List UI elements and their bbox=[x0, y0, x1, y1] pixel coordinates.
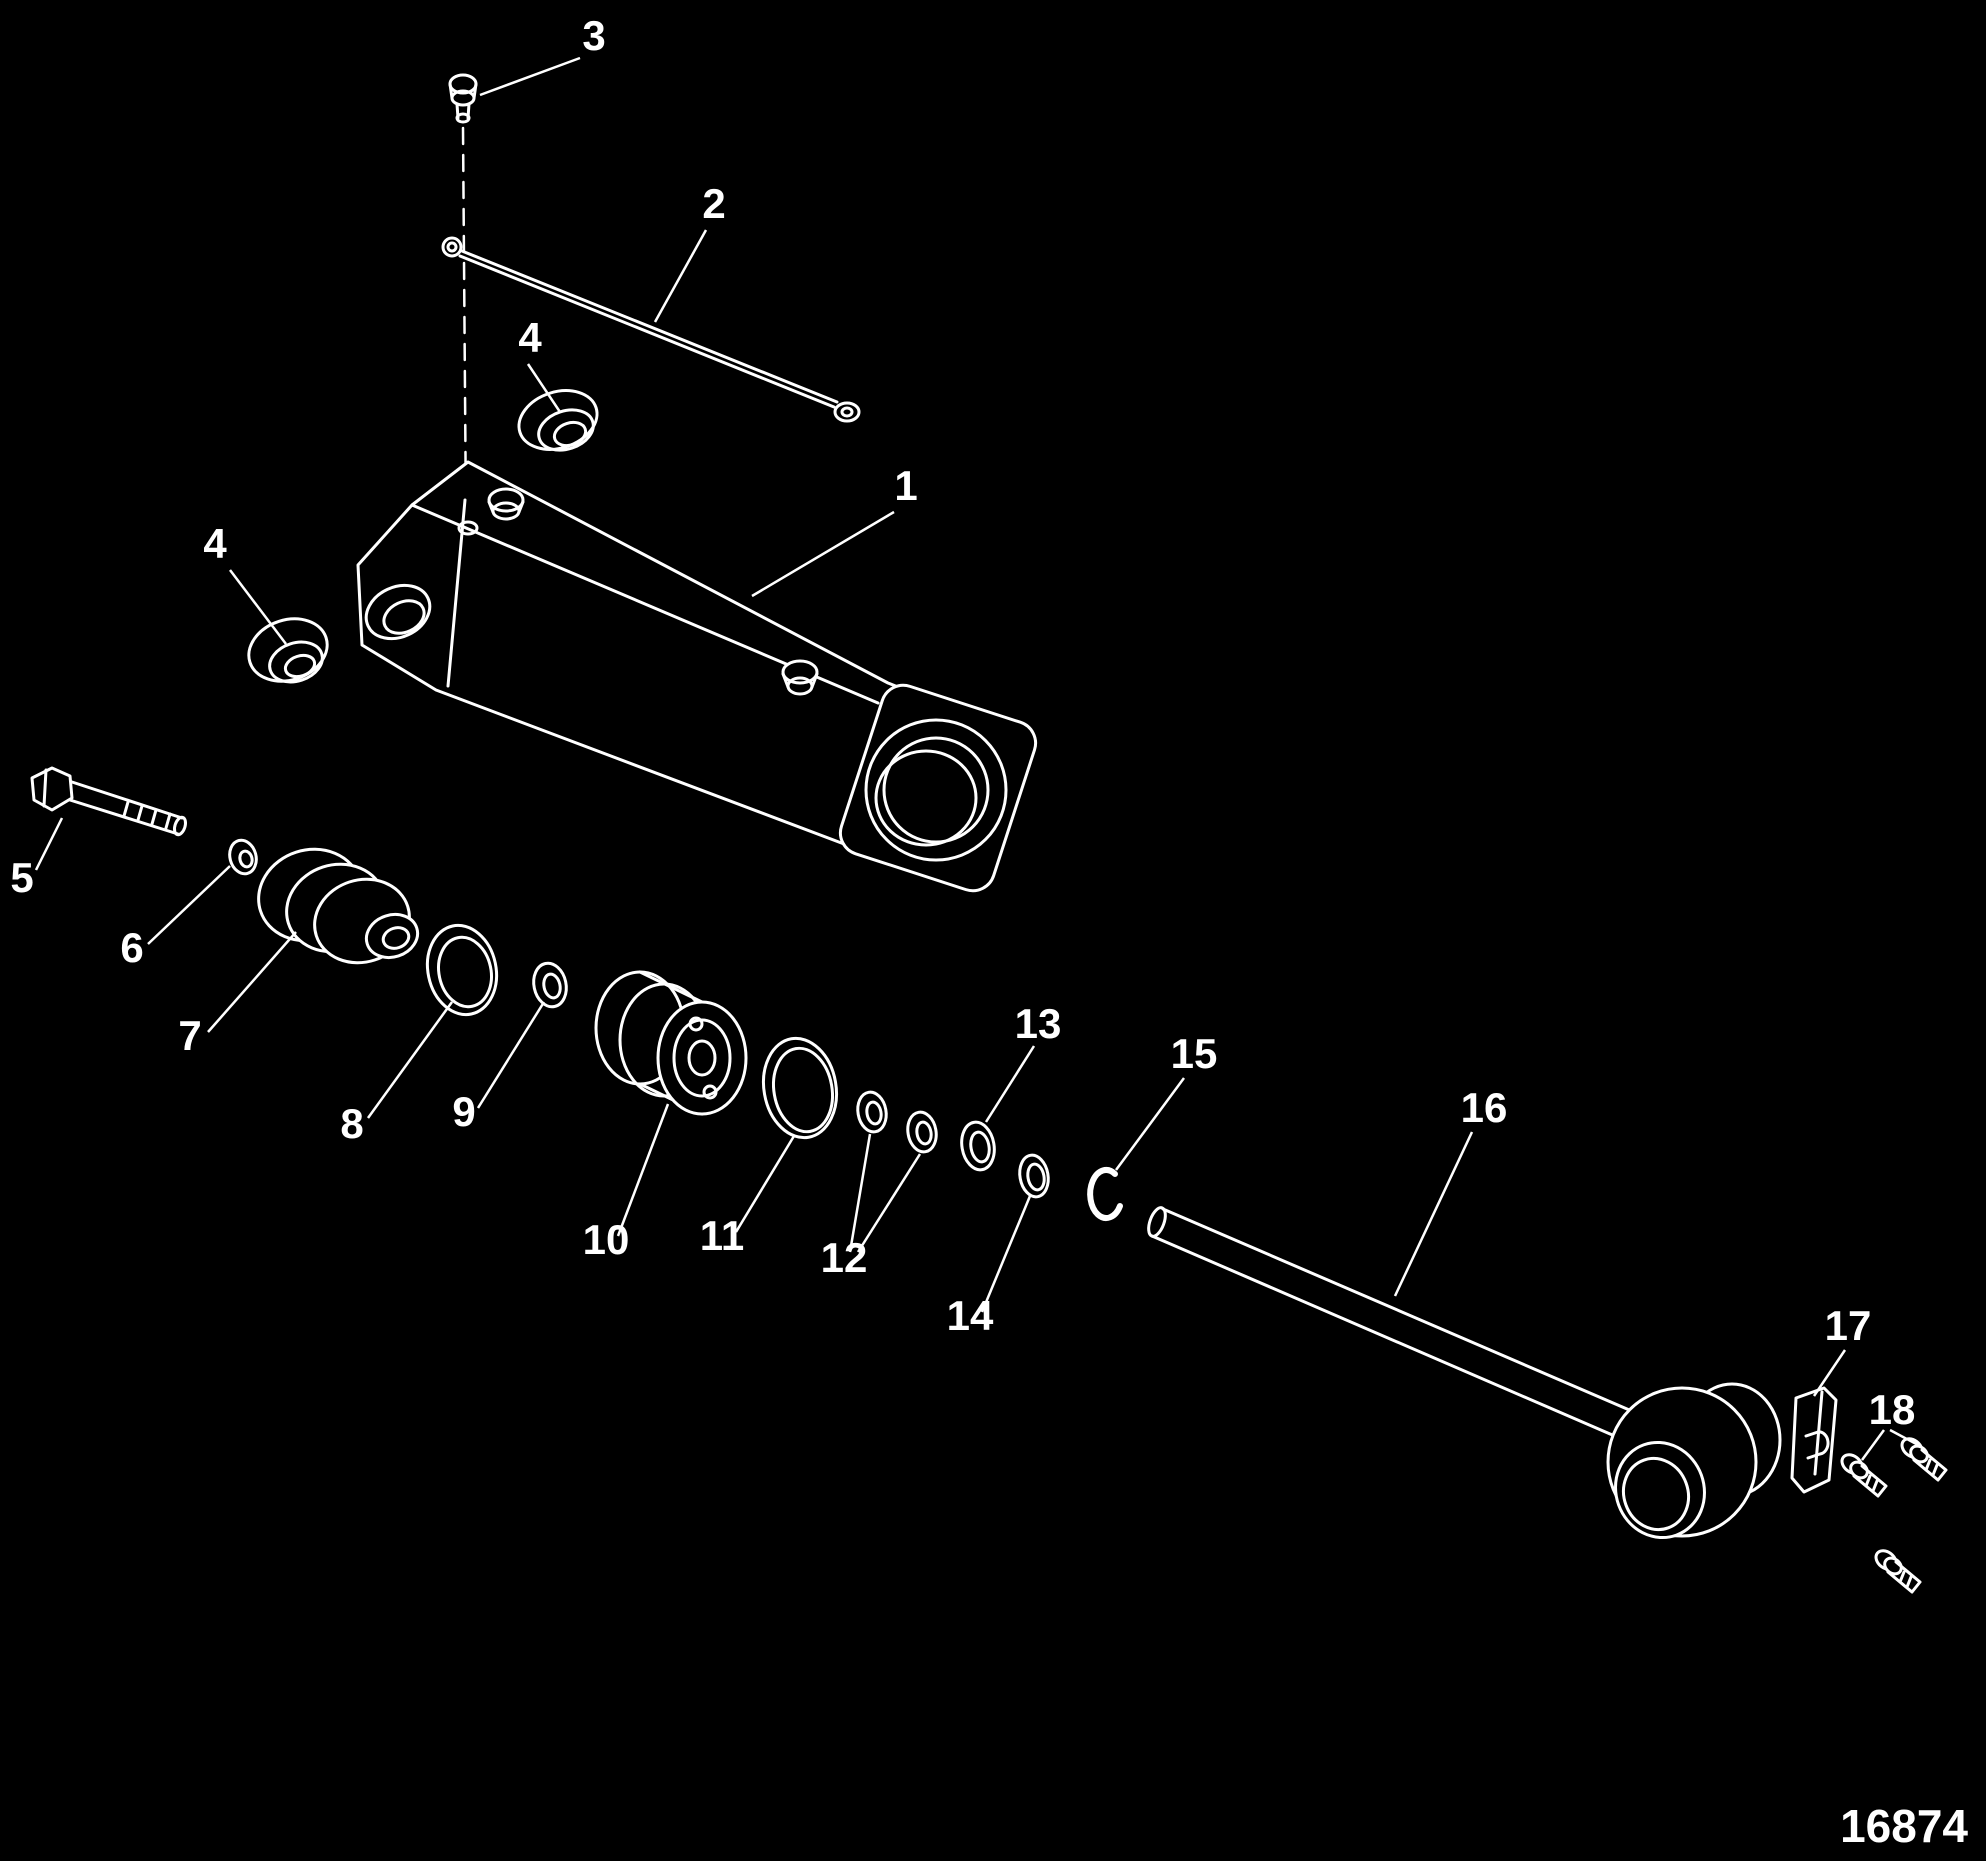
part-10-piston bbox=[594, 970, 748, 1116]
callout-18: 18 bbox=[1869, 1386, 1916, 1433]
screw-hole-dimple bbox=[457, 520, 479, 536]
part-13-ring bbox=[960, 1120, 996, 1172]
screw-axis-dashed-line bbox=[461, 126, 468, 524]
callout-11: 11 bbox=[700, 1212, 744, 1259]
part-1-cylinder-body bbox=[356, 460, 1038, 893]
part-18-screw-c bbox=[1870, 1545, 1922, 1594]
part-14-ring bbox=[1018, 1153, 1050, 1199]
callout-16: 16 bbox=[1461, 1084, 1508, 1131]
callout-1: 1 bbox=[894, 462, 917, 509]
callout-13: 13 bbox=[1015, 1000, 1062, 1047]
callout-12: 12 bbox=[821, 1234, 868, 1281]
cylinder-bore bbox=[864, 718, 1008, 862]
part-5-bolt bbox=[30, 766, 188, 837]
part-9-ring bbox=[532, 961, 568, 1009]
part-11-oring bbox=[761, 1036, 839, 1140]
part-3-screw bbox=[448, 73, 478, 124]
part-2-wire bbox=[441, 236, 861, 423]
callout-15: 15 bbox=[1171, 1030, 1218, 1077]
callout-3: 3 bbox=[582, 12, 605, 59]
callout-4-left: 4 bbox=[203, 520, 227, 567]
part-8-oring bbox=[425, 923, 499, 1017]
front-plug bbox=[781, 659, 819, 696]
top-plug bbox=[487, 487, 525, 521]
part-4-bushing-upper bbox=[517, 389, 599, 452]
part-18-screws bbox=[1836, 1433, 1948, 1594]
part-15-snap-ring bbox=[1087, 1167, 1123, 1221]
part-16-piston-rod bbox=[1147, 1206, 1782, 1540]
part-6-washer bbox=[228, 838, 258, 876]
callout-4-upper: 4 bbox=[518, 314, 542, 361]
leader-lines bbox=[34, 56, 1921, 1461]
part-4-bushing-lower bbox=[247, 617, 329, 684]
part-12-rings bbox=[856, 1090, 938, 1154]
callout-10: 10 bbox=[583, 1216, 630, 1263]
callout-2: 2 bbox=[702, 180, 725, 227]
callouts: 3 2 4 1 4 5 6 7 8 9 10 11 12 13 14 15 16… bbox=[10, 12, 1915, 1433]
figure-number: 16874 bbox=[1840, 1800, 1968, 1852]
callout-9: 9 bbox=[452, 1088, 475, 1135]
callout-17: 17 bbox=[1825, 1302, 1872, 1349]
mount-lug-hole bbox=[364, 583, 432, 641]
part-7-seal-stack bbox=[257, 847, 420, 965]
part-18-screw-b bbox=[1896, 1433, 1948, 1482]
callout-6: 6 bbox=[120, 924, 143, 971]
callout-5: 5 bbox=[10, 854, 33, 901]
callout-14: 14 bbox=[947, 1292, 994, 1339]
callout-8: 8 bbox=[340, 1100, 363, 1147]
part-17-plate bbox=[1790, 1386, 1838, 1494]
callout-7: 7 bbox=[178, 1012, 201, 1059]
